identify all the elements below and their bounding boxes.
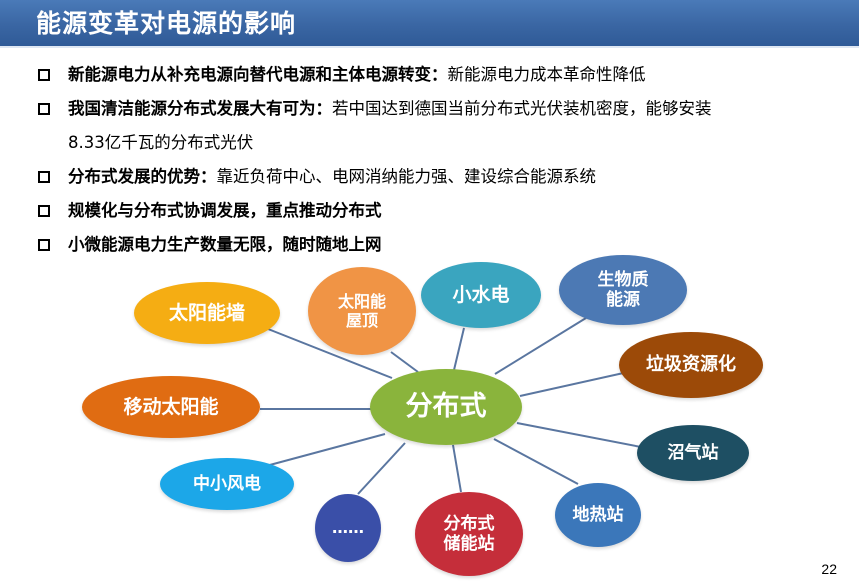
- node-label-line2: 储能站: [443, 534, 495, 554]
- center-node: 分布式: [370, 369, 522, 445]
- node-mobile-solar: 移动太阳能: [82, 376, 260, 438]
- bullet-list: 新能源电力从补充电源向替代电源和主体电源转变：新能源电力成本革命性降低 我国清洁…: [36, 58, 836, 262]
- node-label-line1: 生物质: [597, 269, 649, 290]
- bullet-item: 分布式发展的优势：靠近负荷中心、电网消纳能力强、建设综合能源系统: [36, 160, 836, 194]
- node-label-line2: 屋顶: [345, 311, 378, 330]
- connector-line: [452, 444, 462, 493]
- node-label: ……: [332, 518, 364, 538]
- bullet-bold-text: 分布式发展的优势：: [68, 167, 217, 186]
- connector-line: [265, 433, 386, 467]
- node-label: 分布式 储能站: [444, 514, 495, 555]
- node-label-line1: 太阳能: [337, 291, 386, 311]
- node-small-wind: 中小风电: [160, 458, 294, 510]
- node-geothermal: 地热站: [555, 483, 641, 547]
- node-label: 垃圾资源化: [646, 354, 736, 376]
- node-label: 生物质 能源: [598, 270, 649, 311]
- bullet-continuation: 8.33亿千瓦的分布式光伏: [68, 133, 254, 152]
- node-label: 小水电: [452, 283, 510, 306]
- bullet-text: 新能源电力成本革命性降低: [447, 65, 646, 84]
- connector-line: [519, 371, 629, 397]
- connector-line: [516, 422, 642, 448]
- checkbox-square-icon: [38, 239, 50, 251]
- checkbox-square-icon: [38, 171, 50, 183]
- connector-line: [453, 327, 465, 371]
- node-label-line1: 分布式: [443, 513, 495, 534]
- bullet-item: 小微能源电力生产数量无限，随时随地上网: [36, 228, 836, 262]
- node-storage: 分布式 储能站: [415, 492, 523, 576]
- bullet-text: 靠近负荷中心、电网消纳能力强、建设综合能源系统: [216, 167, 597, 186]
- bullet-item: 我国清洁能源分布式发展大有可为：若中国达到德国当前分布式光伏装机密度，能够安装 …: [36, 92, 836, 160]
- node-biomass: 生物质 能源: [559, 255, 687, 325]
- node-biogas: 沼气站: [637, 425, 749, 481]
- connector-line: [494, 317, 587, 375]
- checkbox-square-icon: [38, 205, 50, 217]
- bullet-item: 规模化与分布式协调发展，重点推动分布式: [36, 194, 836, 228]
- bullet-bold-text: 新能源电力从补充电源向替代电源和主体电源转变：: [68, 65, 448, 84]
- node-more: ……: [315, 494, 381, 562]
- center-node-label: 分布式: [405, 390, 487, 422]
- checkbox-square-icon: [38, 103, 50, 115]
- node-solar-roof: 太阳能 屋顶: [308, 267, 416, 355]
- node-label: 太阳能 屋顶: [338, 292, 386, 330]
- bullet-bold-text: 小微能源电力生产数量无限，随时随地上网: [68, 235, 382, 254]
- bullet-text: 若中国达到德国当前分布式光伏装机密度，能够安装: [332, 99, 712, 118]
- node-waste: 垃圾资源化: [619, 332, 763, 398]
- page-number: 22: [821, 561, 837, 577]
- checkbox-square-icon: [38, 69, 50, 81]
- node-label: 移动太阳能: [123, 395, 219, 418]
- node-label-line2: 能源: [606, 290, 640, 310]
- title-bar: 能源变革对电源的影响: [0, 0, 859, 48]
- bullet-bold-text: 我国清洁能源分布式发展大有可为：: [68, 99, 332, 118]
- bullet-bold-text: 规模化与分布式协调发展，重点推动分布式: [68, 201, 382, 220]
- node-solar-wall: 太阳能墙: [134, 282, 280, 344]
- node-label: 太阳能墙: [168, 301, 245, 324]
- slide-title: 能源变革对电源的影响: [36, 9, 297, 38]
- connector-line: [493, 438, 579, 485]
- node-label: 地热站: [572, 504, 624, 525]
- connector-line: [390, 351, 419, 373]
- node-label: 中小风电: [193, 473, 261, 494]
- node-small-hydro: 小水电: [421, 262, 541, 328]
- connector-line: [357, 442, 406, 495]
- bullet-item: 新能源电力从补充电源向替代电源和主体电源转变：新能源电力成本革命性降低: [36, 58, 836, 92]
- node-label: 沼气站: [667, 442, 719, 463]
